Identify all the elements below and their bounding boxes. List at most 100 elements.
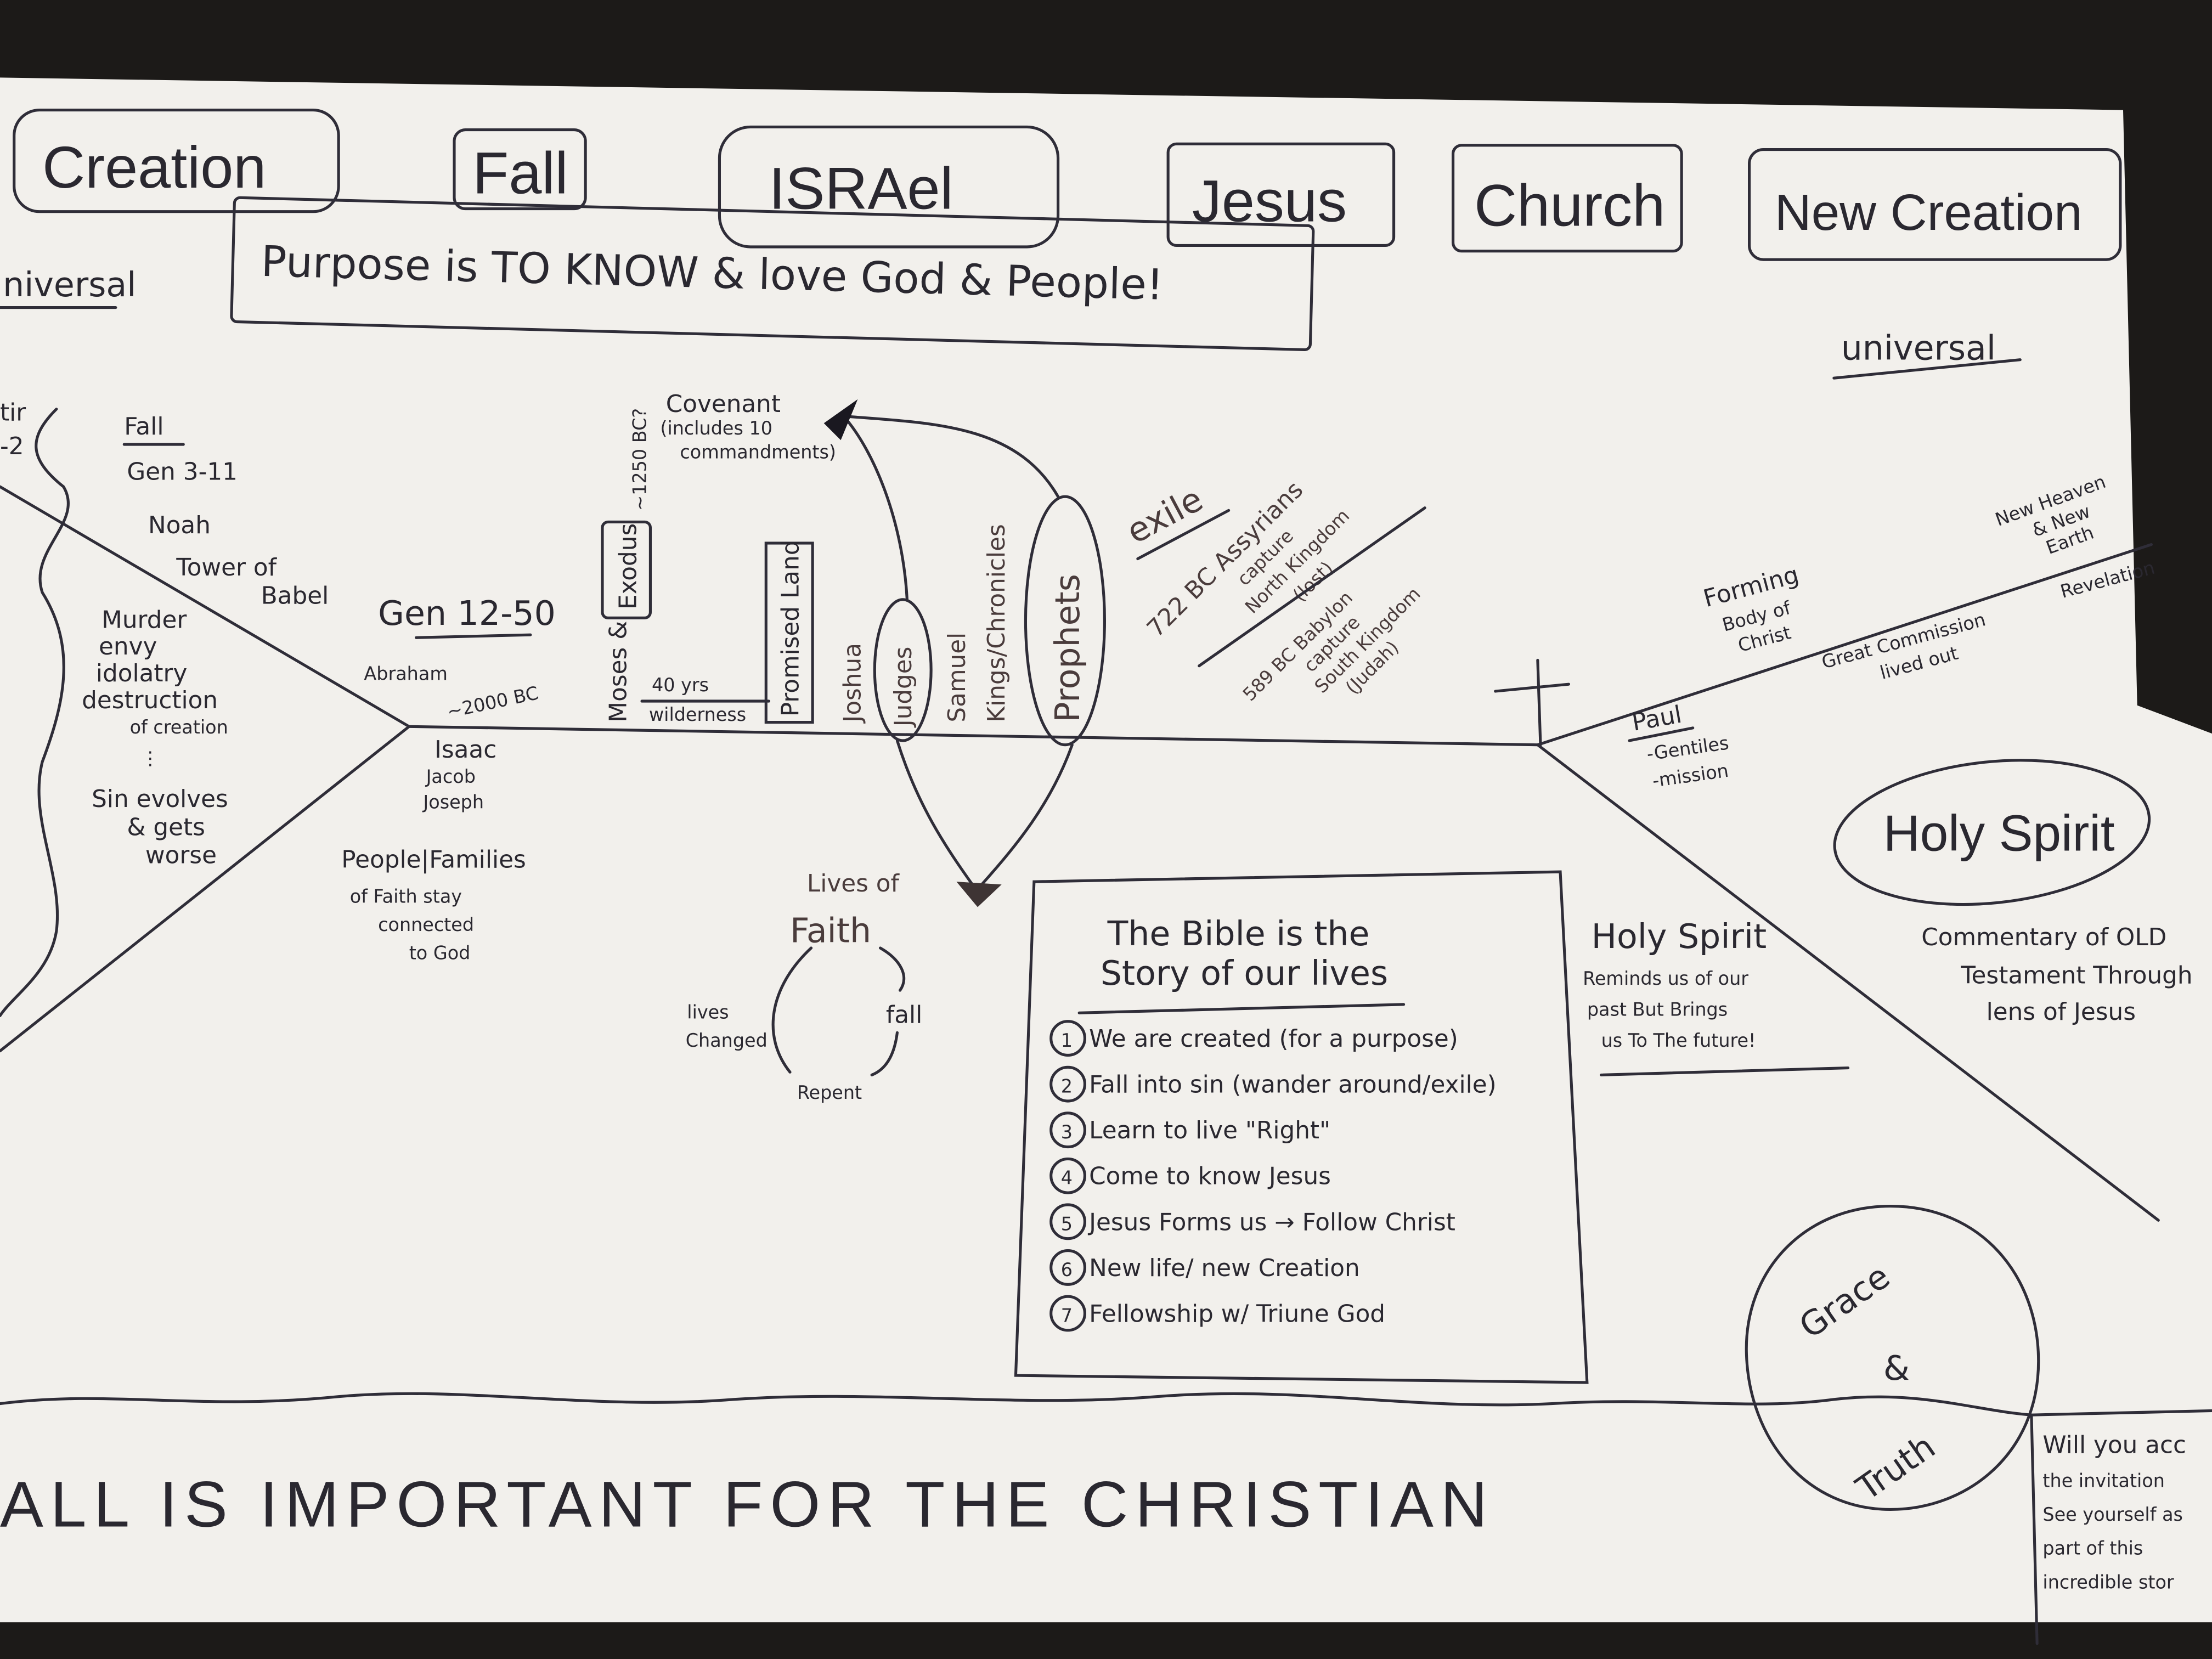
universal-right: universal (1841, 329, 1996, 368)
fall-title: Fall (124, 413, 163, 441)
story-item-text: Jesus Forms us → Follow Christ (1087, 1208, 1455, 1236)
story-item-number: 5 (1061, 1213, 1073, 1234)
creation-partial-2: -2 (0, 432, 24, 460)
number-circle-icon (1049, 1111, 1086, 1149)
arrow-to-faith (771, 946, 813, 1074)
era-box-israel (718, 125, 1060, 249)
number-circle-icon (1049, 1020, 1086, 1057)
whiteboard-surface (0, 77, 2212, 1659)
grace-truth-circle (1745, 1204, 2040, 1511)
era-box-new-creation (1748, 148, 2122, 261)
story-item-text: Come to know Jesus (1089, 1163, 1331, 1190)
wilderness: wilderness (649, 704, 746, 725)
commentary-1: Commentary of OLD (1921, 923, 2166, 951)
exodus-date: ~1250 BC? (629, 408, 651, 511)
story-item-number: 6 (1061, 1259, 1073, 1280)
sin-envy: envy (99, 633, 157, 661)
underline (415, 633, 532, 639)
prophets-to-covenant-arrow (842, 415, 1060, 498)
reminds-1: Reminds us of our (1583, 968, 1748, 989)
invitation-line: incredible stor (2042, 1571, 2174, 1593)
story-box (1014, 870, 1589, 1384)
commentary-3: lens of Jesus (1987, 998, 2136, 1026)
jacob: Jacob (425, 766, 476, 787)
footer-statement: ALL IS IMPORTANT FOR THE CHRISTIAN (0, 1468, 1494, 1541)
families-note-4: to God (409, 943, 471, 964)
holy-spirit-title: Holy Spirit (1592, 917, 1767, 956)
arrowhead-down-icon (956, 882, 1002, 907)
number-circle-icon (1049, 1249, 1086, 1286)
judges: Judges (889, 647, 917, 729)
underline (1628, 726, 1695, 742)
story-item-text: Fellowship w/ Triune God (1089, 1300, 1385, 1328)
timeline-main-line (408, 725, 1539, 747)
babel: Babel (261, 582, 329, 610)
commentary-2: Testament Through (1960, 961, 2192, 989)
sin-of-creation: of creation (130, 716, 228, 738)
story-item-number: 3 (1061, 1121, 1073, 1143)
invitation-divider (2030, 1413, 2039, 1645)
patriarchs-reference: Gen 12-50 (378, 594, 556, 633)
covenant-3: commandments) (680, 442, 836, 463)
board-bottom-edge (0, 1622, 2212, 1659)
joshua: Joshua (839, 643, 867, 724)
arrow-to-repent (870, 1031, 899, 1077)
holy-spirit-ellipse (1833, 759, 2151, 906)
reminds-3: us To The future! (1601, 1030, 1756, 1051)
era-box-fall (453, 128, 587, 211)
exile-divider-line (1198, 506, 1426, 668)
promised-land: Promised Land (776, 540, 804, 716)
ellipsis: ⋮ (141, 748, 159, 769)
joseph: Joseph (422, 791, 484, 812)
covenant-2: (includes 10 (660, 417, 772, 439)
fall-reference: Gen 3-11 (127, 458, 238, 486)
invitation-line: the invitation (2042, 1470, 2165, 1491)
story-item-number: 7 (1061, 1305, 1073, 1326)
era-creation: Creation (42, 134, 266, 200)
cycle-repent: Repent (797, 1082, 862, 1103)
cross-icon-bar (1494, 682, 1570, 693)
wavy-divider-line (0, 408, 70, 1018)
sin-evolves: Sin evolves (92, 785, 228, 813)
wilderness-years: 40 yrs (652, 674, 709, 696)
cycle-title-1: Lives of (807, 870, 900, 898)
judges-down-arrow (895, 739, 975, 888)
story-item-number: 1 (1061, 1030, 1073, 1051)
arrow-to-fall (879, 946, 906, 992)
era-box-church (1452, 144, 1683, 253)
reminds-2: past But Brings (1587, 998, 1728, 1020)
holy-spirit-circle-label: Holy Spirit (1883, 805, 2115, 862)
tower-of: Tower of (176, 554, 277, 582)
number-circle-icon (1049, 1065, 1086, 1103)
families-note-1: People|Families (341, 845, 526, 873)
judges-ellipse (873, 598, 933, 742)
isaac: Isaac (435, 736, 496, 764)
invitation-line: See yourself as (2042, 1504, 2183, 1525)
era-new-creation: New Creation (1775, 184, 2083, 241)
era-fall: Fall (472, 139, 568, 206)
covenant-1: Covenant (666, 390, 781, 418)
cycle-changed-2: Changed (686, 1030, 768, 1051)
era-church: Church (1474, 172, 1665, 238)
story-item-text: Learn to live "Right" (1089, 1116, 1330, 1144)
cycle-title-2: Faith (790, 911, 871, 951)
moses: Moses & (605, 621, 633, 723)
era-headers: Creation Fall ISRAel Jesus Church New Cr… (13, 109, 2122, 261)
fall-lower-line (0, 725, 411, 1053)
grace-and: & (1883, 1348, 1910, 1388)
sin-idolatry: idolatry (96, 659, 188, 687)
story-title-1: The Bible is the (1107, 914, 1370, 953)
noah: Noah (148, 511, 211, 539)
story-item-number: 4 (1061, 1167, 1073, 1189)
exodus: Exodus (614, 523, 642, 610)
era-box-creation (13, 109, 340, 213)
families-note-2: of Faith stay (350, 886, 462, 907)
fall-upper-line (0, 485, 411, 728)
cycle-fall: fall (886, 1001, 922, 1029)
prophets: Prophets (1048, 574, 1087, 722)
story-title-2: Story of our lives (1101, 953, 1388, 993)
underline (1136, 509, 1231, 561)
promised-land-box (764, 541, 814, 724)
